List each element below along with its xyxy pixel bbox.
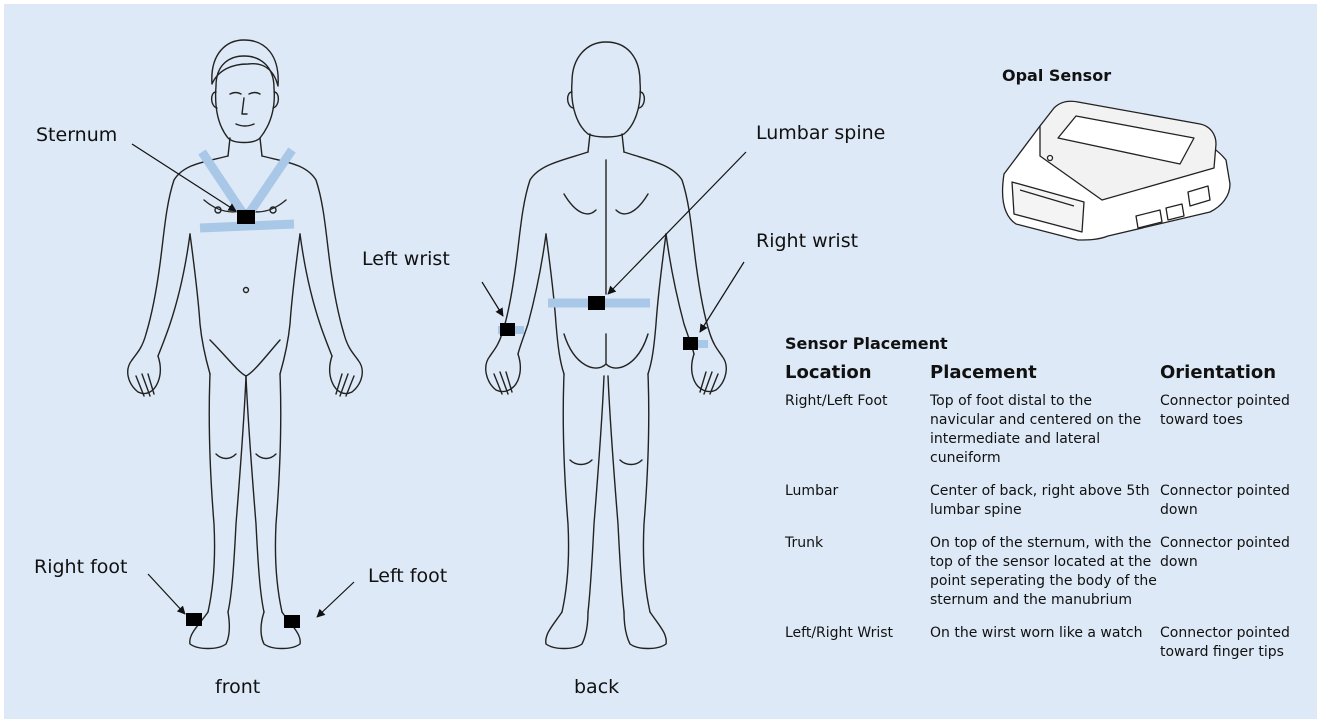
label-lumbar-spine: Lumbar spine — [756, 122, 885, 144]
table-row: Trunk On top of the sternum, with the to… — [785, 534, 1305, 610]
front-figure — [128, 40, 363, 649]
header-location: Location — [785, 363, 930, 382]
table-row: Right/Left Foot Top of foot distal to th… — [785, 392, 1305, 468]
cell-location: Left/Right Wrist — [785, 624, 930, 662]
diagram-panel: Sternum Lumbar spine Left wrist Right wr… — [4, 4, 1317, 719]
callout-arrows — [132, 144, 746, 617]
sensor-lumbar — [588, 296, 605, 310]
label-right-wrist: Right wrist — [756, 230, 858, 252]
header-placement: Placement — [930, 363, 1160, 382]
table-row: Lumbar Center of back, right above 5th l… — [785, 482, 1305, 520]
table-row: Left/Right Wrist On the wirst worn like … — [785, 624, 1305, 662]
label-back: back — [574, 676, 619, 698]
cell-placement: On top of the sternum, with the top of t… — [930, 534, 1160, 610]
label-front: front — [215, 676, 260, 698]
header-orientation: Orientation — [1160, 363, 1305, 382]
cell-placement: On the wirst worn like a watch — [930, 624, 1160, 662]
label-sternum: Sternum — [36, 124, 117, 146]
opal-sensor-device — [1003, 101, 1231, 240]
sensor-left-foot — [284, 615, 300, 628]
cell-location: Lumbar — [785, 482, 930, 520]
label-right-foot: Right foot — [34, 556, 127, 578]
cell-orientation: Connector pointed toward finger tips — [1160, 624, 1305, 662]
cell-location: Right/Left Foot — [785, 392, 930, 468]
sensor-sternum — [237, 210, 255, 224]
cell-location: Trunk — [785, 534, 930, 610]
cell-placement: Center of back, right above 5th lumbar s… — [930, 482, 1160, 520]
cell-placement: Top of foot distal to the navicular and … — [930, 392, 1160, 468]
sensor-right-foot — [186, 613, 202, 626]
sensor-right-wrist — [683, 337, 698, 350]
cell-orientation: Connector pointed down — [1160, 482, 1305, 520]
cell-orientation: Connector pointed toward toes — [1160, 392, 1305, 468]
sensor-left-wrist — [500, 323, 515, 336]
label-left-foot: Left foot — [368, 565, 447, 587]
sensor-title: Opal Sensor — [1002, 66, 1111, 85]
placement-title: Sensor Placement — [785, 334, 1305, 353]
label-left-wrist: Left wrist — [362, 248, 450, 270]
sensor-placement-table: Sensor Placement Location Placement Orie… — [785, 334, 1305, 676]
cell-orientation: Connector pointed down — [1160, 534, 1305, 610]
table-header-row: Location Placement Orientation — [785, 363, 1305, 382]
